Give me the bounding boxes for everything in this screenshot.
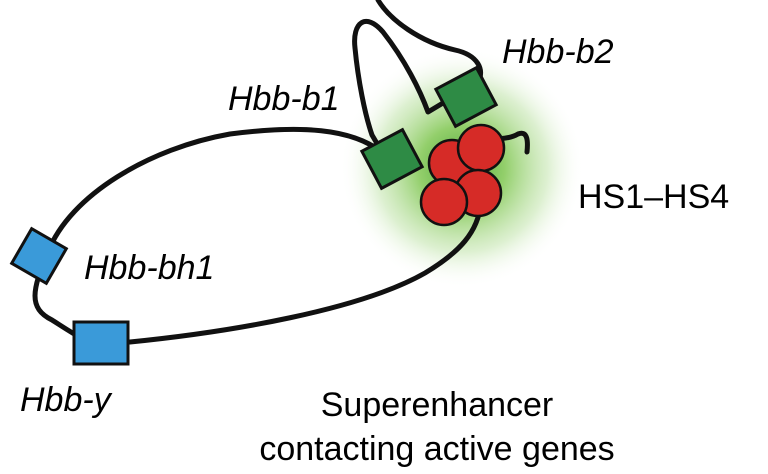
hbb-bh1-gene-box [9,226,69,286]
hbb-bh1-label: Hbb-bh1 [84,249,214,287]
caption-line-2: contacting active genes [259,430,614,468]
hs-site-circle [456,123,506,173]
chromatin-hairpin [352,0,484,155]
hs-enhancer-cluster [419,123,506,227]
caption-line-1: Superenhancer [321,386,554,424]
chromatin-loop-main [32,126,484,345]
hbb-y-gene-box [72,320,130,366]
hs-site-circle [419,177,469,227]
hbb-b1-gene-box [359,127,425,191]
hbb-y-label: Hbb-y [20,381,113,419]
hs-sites-label: HS1–HS4 [578,178,729,216]
hbb-b2-gene-box [433,65,499,129]
hbb-b2-label: Hbb-b2 [502,33,614,71]
hbb-b1-label: Hbb-b1 [228,80,340,118]
